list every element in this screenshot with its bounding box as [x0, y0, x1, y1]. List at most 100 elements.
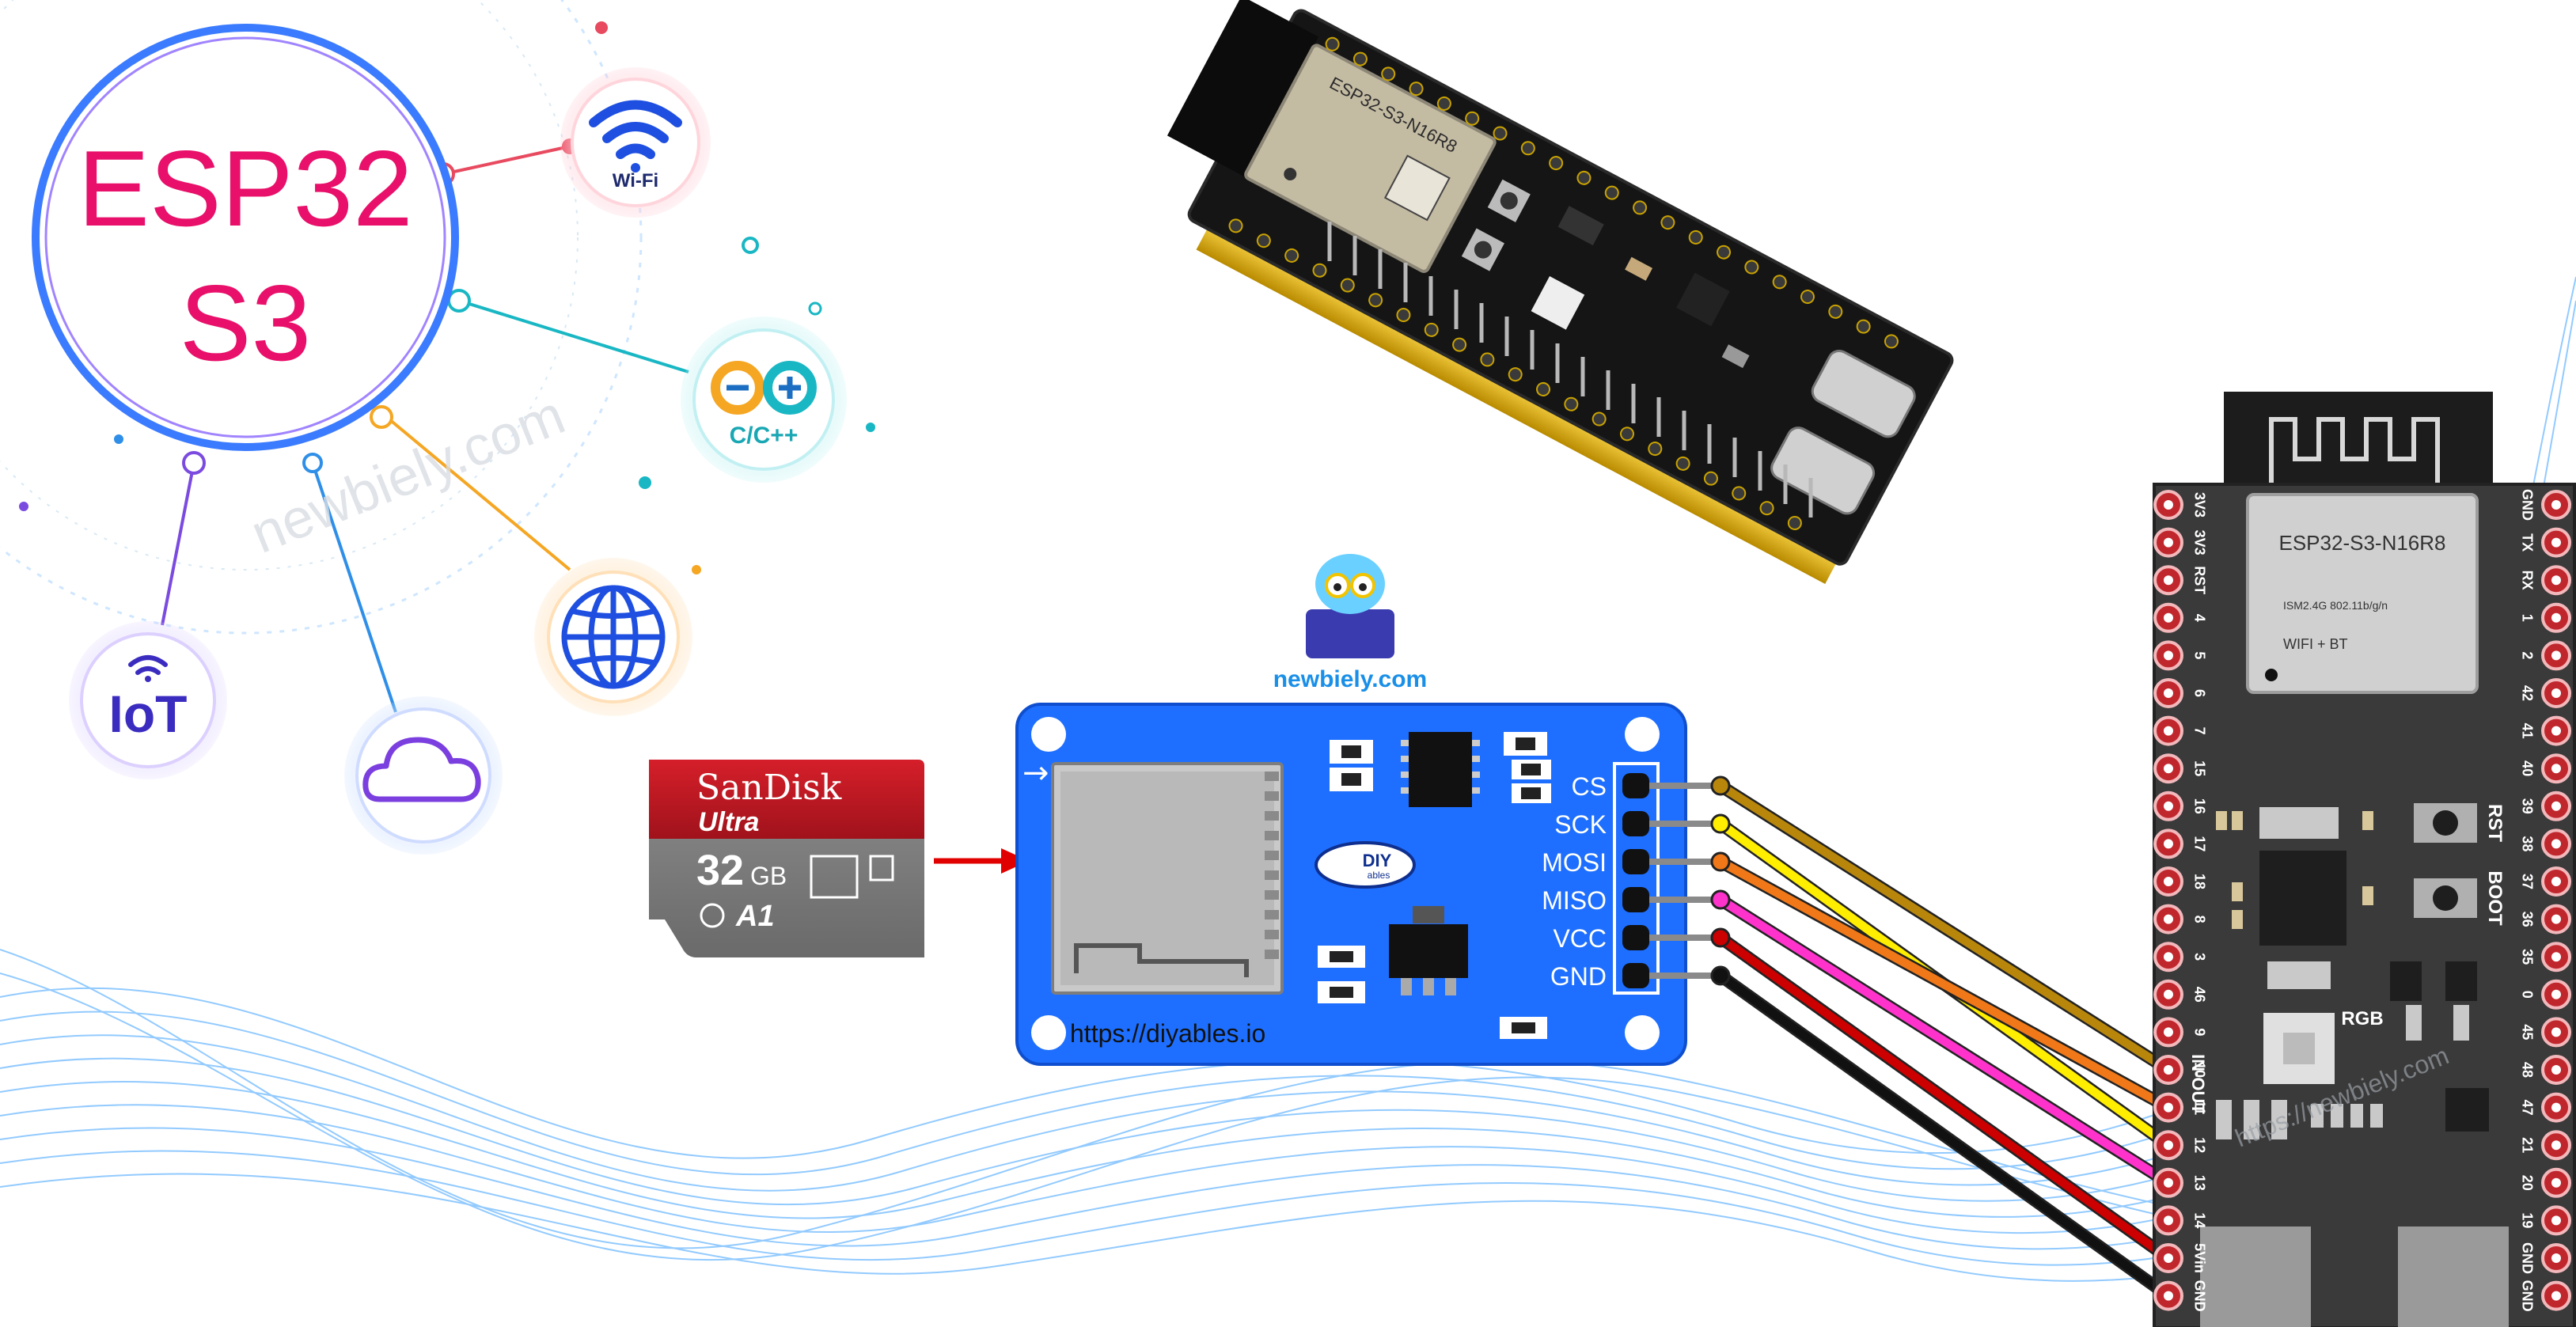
board-right-pin-hole-11 — [2551, 914, 2561, 924]
sd-line: Ultra — [698, 807, 759, 837]
pinout-rgb-label: RGB — [2341, 1008, 2383, 1029]
wire-start-dot-2 — [1710, 851, 1731, 872]
hub-title-line2: S3 — [180, 263, 311, 383]
board-right-pin-label-3: 1 — [2519, 614, 2535, 622]
esp32-board-photo: ESP32-S3-N16R8 — [1167, 0, 1954, 584]
board-right-pin-label-9: 38 — [2519, 836, 2535, 851]
microsd-card: SanDisk Ultra 32 GB A1 — [649, 760, 924, 957]
board-left-pin-label-5: 6 — [2191, 689, 2207, 697]
esp32-hub-graphic: ESP32 S3 Wi-Fi C/C++ — [0, 0, 875, 855]
sd-class10-icon — [700, 903, 725, 928]
sd-microsdhc-logo — [810, 855, 859, 899]
board-right-pin-hole-0 — [2551, 500, 2561, 510]
wifi-icon — [589, 100, 682, 173]
board-right-pin-label-11: 36 — [2519, 912, 2535, 927]
pinout-chip-label: ESP32-S3-N16R8 — [2279, 531, 2446, 555]
wire-mosi — [1716, 857, 2173, 1113]
insert-arrow — [934, 848, 1029, 874]
board-left-pin-hole-11 — [2164, 914, 2173, 924]
board-right-pin-hole-18 — [2551, 1177, 2561, 1188]
board-right-pin-label-1: TX — [2519, 533, 2535, 552]
board-right-pin-hole-21 — [2551, 1291, 2561, 1301]
pinout-boot-label: BOOT — [2484, 870, 2506, 926]
board-left-pin-hole-16 — [2164, 1102, 2173, 1113]
board-right-pin-label-7: 40 — [2519, 760, 2535, 776]
module-pin-lead-3 — [1649, 897, 1720, 903]
wire-start-dot-0 — [1710, 775, 1731, 796]
pinout-in-out-label: IN-OUT — [2188, 1054, 2208, 1114]
wifi-label: Wi-Fi — [613, 170, 658, 191]
board-left-pin-label-6: 7 — [2191, 727, 2207, 735]
module-pin-lead-0 — [1649, 783, 1720, 789]
board-right-pin-hole-13 — [2551, 989, 2561, 999]
module-pin-lead-4 — [1649, 935, 1720, 941]
module-pin-label-3: MISO — [1542, 886, 1607, 915]
module-pin-label-1: SCK — [1554, 810, 1607, 839]
board-right-pin-hole-15 — [2551, 1065, 2561, 1075]
board-left-pin-label-19: 14 — [2191, 1212, 2207, 1228]
board-left-pin-hole-15 — [2164, 1065, 2173, 1075]
board-photo-header-pins — [1327, 222, 1813, 518]
board-left-pin-label-2: RST — [2191, 566, 2207, 594]
globe-icon — [561, 585, 666, 689]
wire-cs — [1716, 781, 2173, 1075]
board-left-pin-label-12: 3 — [2191, 953, 2207, 961]
board-left-pin-hole-18 — [2164, 1177, 2173, 1188]
newbiely-logo: newbiely.com — [1273, 554, 1427, 692]
board-left-pin-hole-20 — [2164, 1253, 2173, 1263]
board-right-pin-label-15: 48 — [2519, 1062, 2535, 1078]
board-left-pin-hole-19 — [2164, 1215, 2173, 1226]
board-right-pin-label-17: 21 — [2519, 1137, 2535, 1153]
wires — [1710, 775, 2180, 1307]
board-left-pin-hole-1 — [2164, 537, 2173, 548]
board-right-pin-label-5: 42 — [2519, 685, 2535, 701]
board-right-pin-hole-17 — [2551, 1140, 2561, 1151]
module-pin-socket-5 — [1622, 963, 1649, 988]
wire-vcc — [1716, 933, 2173, 1263]
board-right-pin-label-4: 2 — [2519, 651, 2535, 659]
board-left-pin-hole-17 — [2164, 1140, 2173, 1151]
board-left-pin-label-0: 3V3 — [2191, 492, 2207, 518]
module-pin-socket-0 — [1622, 773, 1649, 798]
wire-start-dot-4 — [1710, 927, 1731, 948]
board-left-pin-label-4: 5 — [2191, 651, 2207, 659]
board-right-pin-label-2: RX — [2519, 571, 2535, 590]
board-right-pin-hole-8 — [2551, 801, 2561, 811]
board-left-pin-hole-4 — [2164, 650, 2173, 661]
board-right-pin-label-20: GND — [2519, 1242, 2535, 1274]
module-pin-label-2: MOSI — [1542, 848, 1607, 877]
lang-label: C/C++ — [730, 423, 799, 449]
board-left-pin-hole-7 — [2164, 764, 2173, 774]
module-url: https://diyables.io — [1070, 1019, 1265, 1048]
board-left-pin-label-16: 11 — [2191, 1100, 2207, 1115]
diyables-logo-text: DIY — [1363, 851, 1392, 870]
board-right-pin-label-16: 47 — [2519, 1100, 2535, 1116]
board-left-pin-label-18: 13 — [2191, 1175, 2207, 1191]
board-right-pin-hole-9 — [2551, 839, 2561, 849]
module-pin-lead-1 — [1649, 821, 1720, 827]
cloud-icon — [362, 737, 481, 802]
board-left-pin-hole-9 — [2164, 839, 2173, 849]
esp32-pinout-board: ESP32-S3-N16R8 ISM2.4G 802.11b/g/n WIFI … — [2153, 392, 2576, 1327]
board-left-pin-label-20: 5Vin — [2191, 1243, 2207, 1273]
board-right-pin-hole-20 — [2551, 1253, 2561, 1263]
board-right-pin-hole-19 — [2551, 1215, 2561, 1226]
module-pin-socket-4 — [1622, 925, 1649, 950]
board-right-pin-label-12: 35 — [2519, 949, 2535, 965]
board-right-pin-label-21: GND — [2519, 1280, 2535, 1312]
module-pin-socket-1 — [1622, 811, 1649, 836]
board-left-pin-hole-2 — [2164, 575, 2173, 586]
iot-label: IoT — [109, 684, 188, 743]
board-right-pin-hole-4 — [2551, 650, 2561, 661]
board-left-pin-label-10: 18 — [2191, 874, 2207, 889]
sd-capacity: 32 — [696, 847, 744, 894]
module-pin-lead-2 — [1649, 859, 1720, 865]
board-left-pin-hole-8 — [2164, 801, 2173, 811]
board-left-pin-hole-13 — [2164, 989, 2173, 999]
board-left-pin-label-3: 4 — [2191, 614, 2207, 622]
sd-capacity-unit: GB — [750, 862, 787, 890]
arduino-icon — [711, 361, 817, 415]
board-right-pin-label-0: GND — [2519, 489, 2535, 521]
board-right-pin-label-13: 0 — [2519, 991, 2535, 999]
